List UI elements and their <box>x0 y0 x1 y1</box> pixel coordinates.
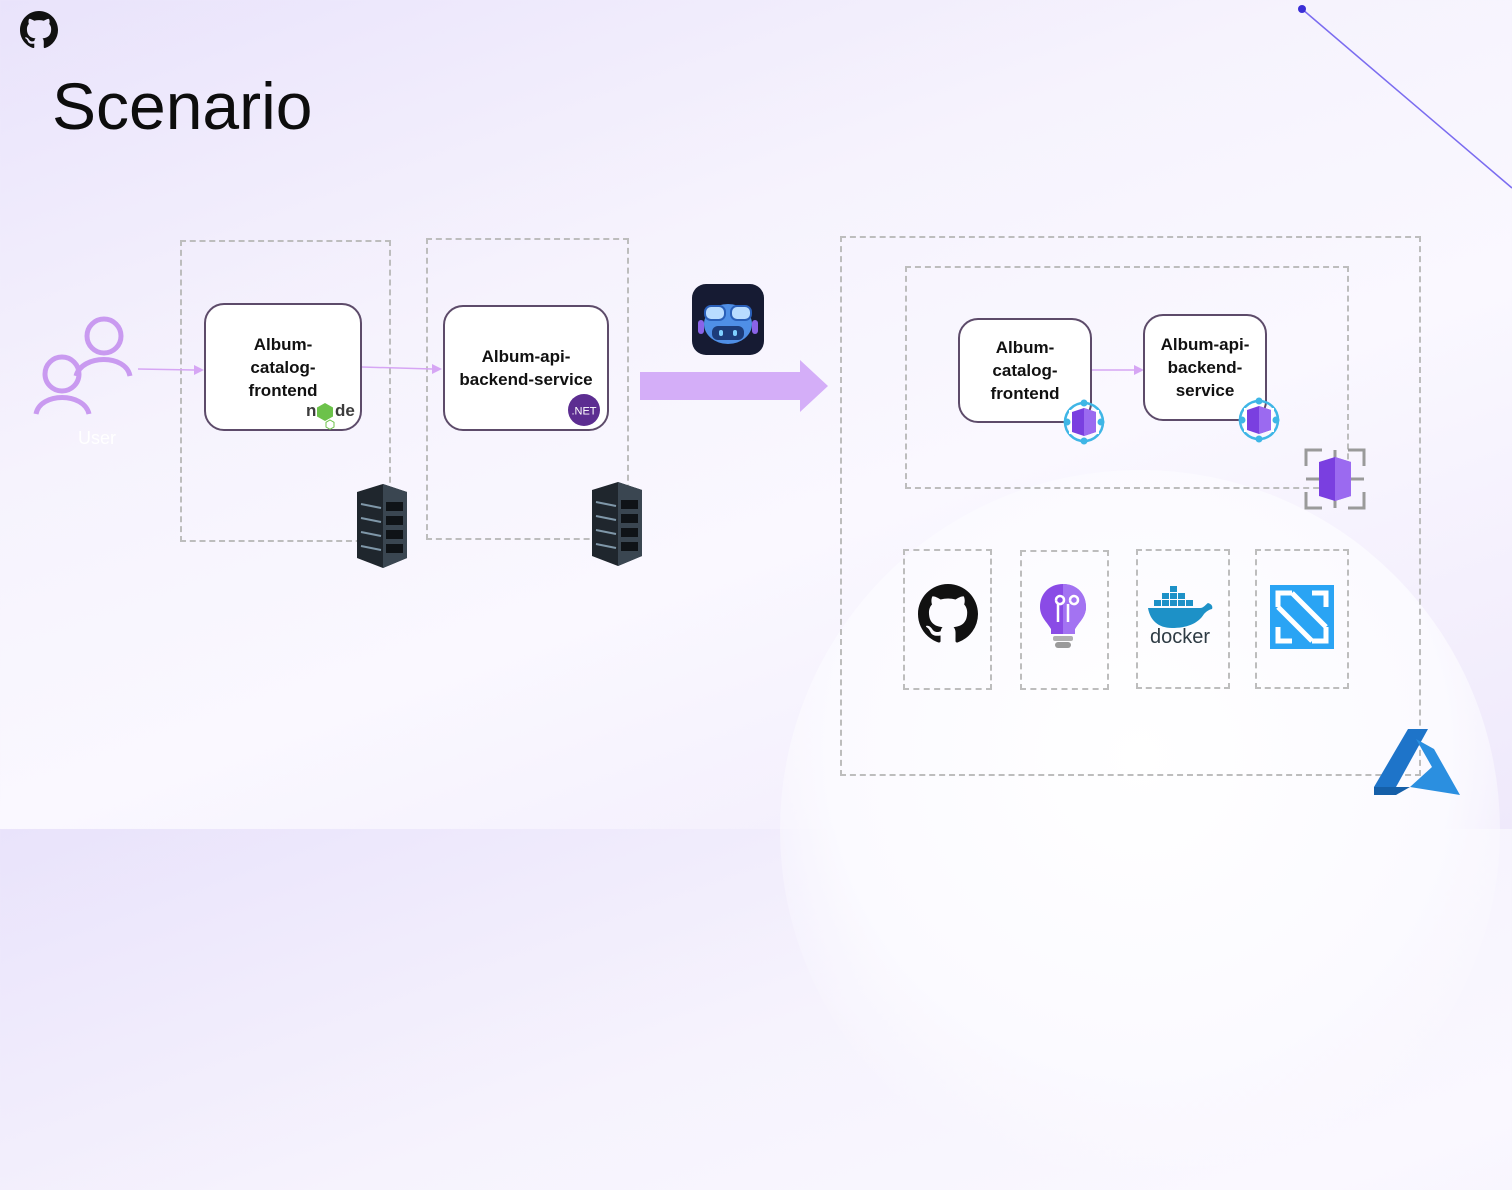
svg-text:n: n <box>306 401 316 420</box>
svg-text:de: de <box>335 401 355 420</box>
server-rack-icon <box>592 482 642 566</box>
dotnet-icon: .NET <box>568 394 600 426</box>
tool-box-kubernetes <box>1255 549 1349 689</box>
source-frontend-label: Album- catalog- frontend <box>248 334 318 400</box>
github-logo-icon <box>20 11 58 49</box>
tool-box-bulb <box>1020 550 1109 690</box>
container-app-icon <box>1238 397 1280 443</box>
target-frontend-service[interactable]: Album- catalog- frontend <box>958 318 1092 423</box>
bulb-icon <box>1040 584 1086 648</box>
page-title: Scenario <box>52 69 313 143</box>
source-backend-label: Album-api- backend-service <box>459 347 593 389</box>
kubernetes-icon <box>1270 585 1334 649</box>
target-backend-label: Album-api- backend- service <box>1160 335 1250 400</box>
server-rack-icon <box>357 484 407 568</box>
user-label: User <box>78 428 117 448</box>
docker-wordmark: docker <box>1150 626 1210 648</box>
docker-icon: docker <box>1148 586 1213 648</box>
container-app-icon <box>1063 399 1105 445</box>
connectors-target <box>1092 365 1144 375</box>
target-frontend-label: Album- catalog- frontend <box>990 338 1060 403</box>
target-backend-service[interactable]: Album-api- backend- service <box>1143 314 1267 421</box>
copilot-icon <box>692 284 764 355</box>
svg-text:.NET: .NET <box>571 406 596 418</box>
tool-box-docker <box>1136 549 1230 689</box>
decorative-line <box>1298 5 1512 189</box>
tool-box-github <box>903 549 992 690</box>
container-apps-environment-icon <box>1304 448 1366 510</box>
github-icon <box>918 584 978 643</box>
nodejs-icon: n de <box>306 401 355 430</box>
migration-arrow <box>640 360 828 412</box>
container-apps-environment <box>905 266 1349 489</box>
users-icon <box>33 316 133 415</box>
frontend-host-boundary <box>180 240 391 542</box>
connectors-source <box>137 364 442 375</box>
backend-host-boundary <box>426 238 629 540</box>
azure-logo-icon <box>1374 729 1460 795</box>
source-frontend-service[interactable]: Album- catalog- frontend <box>204 303 362 431</box>
azure-boundary <box>840 236 1421 776</box>
